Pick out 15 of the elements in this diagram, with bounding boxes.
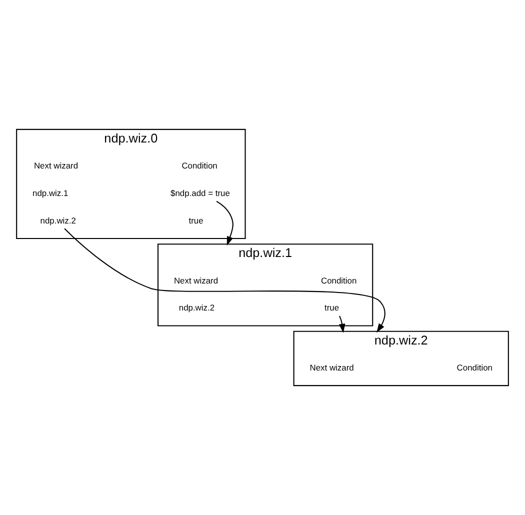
arrow — [338, 316, 346, 333]
node-text: Condition — [321, 275, 357, 286]
arrow — [216, 200, 234, 246]
node-text: ndp.wiz.2 — [40, 215, 76, 226]
node-text: Condition — [182, 160, 218, 171]
node-text: Next wizard — [310, 362, 354, 372]
node-text: Next wizard — [34, 160, 78, 171]
node-text: true — [188, 215, 204, 226]
arrow — [64, 228, 386, 333]
node-text: ndp.wiz.2 — [178, 302, 215, 313]
node-text: ndp.wiz.1 — [32, 188, 68, 198]
node-text: Condition — [456, 362, 492, 372]
node-text: true — [324, 302, 340, 313]
node-text: Next wizard — [174, 275, 218, 286]
node-text: $ndp.add = true — [170, 188, 230, 198]
